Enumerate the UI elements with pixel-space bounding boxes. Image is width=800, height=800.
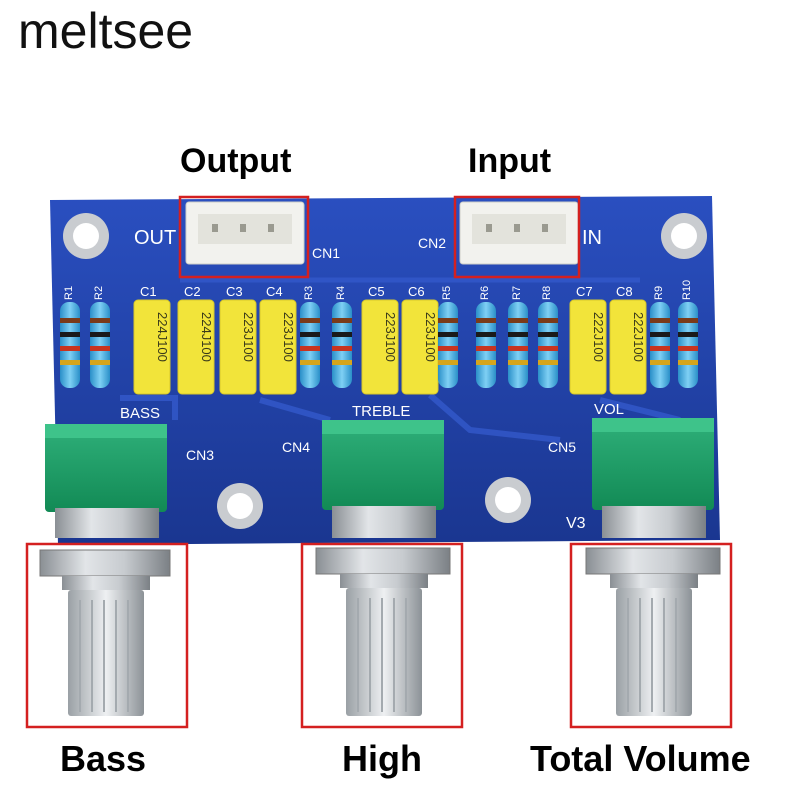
resistor-r5: R5 xyxy=(438,286,458,388)
capacitor-c7: 222J100 C7 xyxy=(569,284,607,395)
capacitor-label: C4 xyxy=(266,284,283,299)
component-row: R1 R2 224J100 C1 224J100 C2 223J100 C3 223J100 C4… xyxy=(60,280,698,395)
capacitor-code: 223J100 xyxy=(241,312,256,362)
silk-cn2: CN2 xyxy=(418,235,446,251)
capacitor-label: C8 xyxy=(616,284,633,299)
mount-hole xyxy=(485,477,531,523)
silk-cn4: CN4 xyxy=(282,439,310,455)
mount-hole xyxy=(63,213,109,259)
resistor-label: R4 xyxy=(335,286,347,300)
capacitor-code: 223J100 xyxy=(383,312,398,362)
resistor-label: R9 xyxy=(653,286,665,300)
input-highlight-box xyxy=(453,195,581,279)
capacitor-code: 224J100 xyxy=(155,312,170,362)
output-highlight-box xyxy=(178,195,310,279)
volume-highlight-box xyxy=(569,542,733,729)
silk-bass: BASS xyxy=(120,405,160,422)
capacitor-c6: 223J100 C6 xyxy=(401,284,439,395)
capacitor-label: C5 xyxy=(368,284,385,299)
resistor-label: R2 xyxy=(93,286,105,300)
resistor-label: R5 xyxy=(441,286,453,300)
capacitor-c2: 224J100 C2 xyxy=(177,284,215,395)
volume-potentiometer xyxy=(585,418,721,716)
silk-cn3: CN3 xyxy=(186,447,214,463)
capacitor-c8: 222J100 C8 xyxy=(609,284,647,395)
capacitor-code: 224J100 xyxy=(199,312,214,362)
resistor-r7: R7 xyxy=(508,286,528,388)
resistor-r4: R4 xyxy=(332,286,352,388)
highlight-boxes xyxy=(25,195,733,729)
resistor-r9: R9 xyxy=(650,286,670,388)
resistor-r6: R6 xyxy=(476,286,496,388)
silk-out: OUT xyxy=(134,227,176,249)
capacitor-code: 223J100 xyxy=(423,312,438,362)
input-connector xyxy=(459,201,579,265)
capacitor-c4: 223J100 C4 xyxy=(259,284,297,395)
resistor-r8: R8 xyxy=(538,286,558,388)
capacitor-label: C3 xyxy=(226,284,243,299)
input-label: Input xyxy=(468,142,552,180)
resistor-label: R1 xyxy=(63,286,75,300)
capacitor-label: C6 xyxy=(408,284,425,299)
brand-logo: meltsee xyxy=(18,3,194,59)
capacitor-label: C2 xyxy=(184,284,201,299)
resistor-label: R7 xyxy=(511,286,523,300)
output-label: Output xyxy=(180,142,292,180)
silk-cn5: CN5 xyxy=(548,439,576,455)
capacitor-label: C7 xyxy=(576,284,593,299)
resistor-r10: R10 xyxy=(678,280,698,388)
resistor-label: R6 xyxy=(479,286,491,300)
silk-version: V3 xyxy=(566,515,586,532)
bass-highlight-box xyxy=(25,542,189,729)
resistor-label: R10 xyxy=(681,280,693,300)
high-highlight-box xyxy=(300,542,464,729)
high-label: High xyxy=(342,738,422,779)
silk-vol: VOL xyxy=(594,401,624,418)
silk-in: IN xyxy=(582,227,602,249)
total-volume-label: Total Volume xyxy=(530,738,751,779)
output-connector xyxy=(185,201,305,265)
capacitor-code: 222J100 xyxy=(591,312,606,362)
bass-label: Bass xyxy=(60,738,147,779)
treble-potentiometer xyxy=(315,420,451,716)
silk-treble: TREBLE xyxy=(352,403,410,420)
silk-cn1: CN1 xyxy=(312,245,340,261)
capacitor-label: C1 xyxy=(140,284,157,299)
capacitor-c5: 223J100 C5 xyxy=(361,284,399,395)
capacitor-c1: 224J100 C1 xyxy=(133,284,171,395)
resistor-r1: R1 xyxy=(60,286,80,388)
resistor-r2: R2 xyxy=(90,286,110,388)
resistor-label: R3 xyxy=(303,286,315,300)
resistor-label: R8 xyxy=(541,286,553,300)
capacitor-code: 223J100 xyxy=(281,312,296,362)
mount-hole xyxy=(217,483,263,529)
capacitor-c3: 223J100 C3 xyxy=(219,284,257,395)
mount-hole xyxy=(661,213,707,259)
capacitor-code: 222J100 xyxy=(631,312,646,362)
resistor-r3: R3 xyxy=(300,286,320,388)
bass-potentiometer xyxy=(39,424,171,716)
